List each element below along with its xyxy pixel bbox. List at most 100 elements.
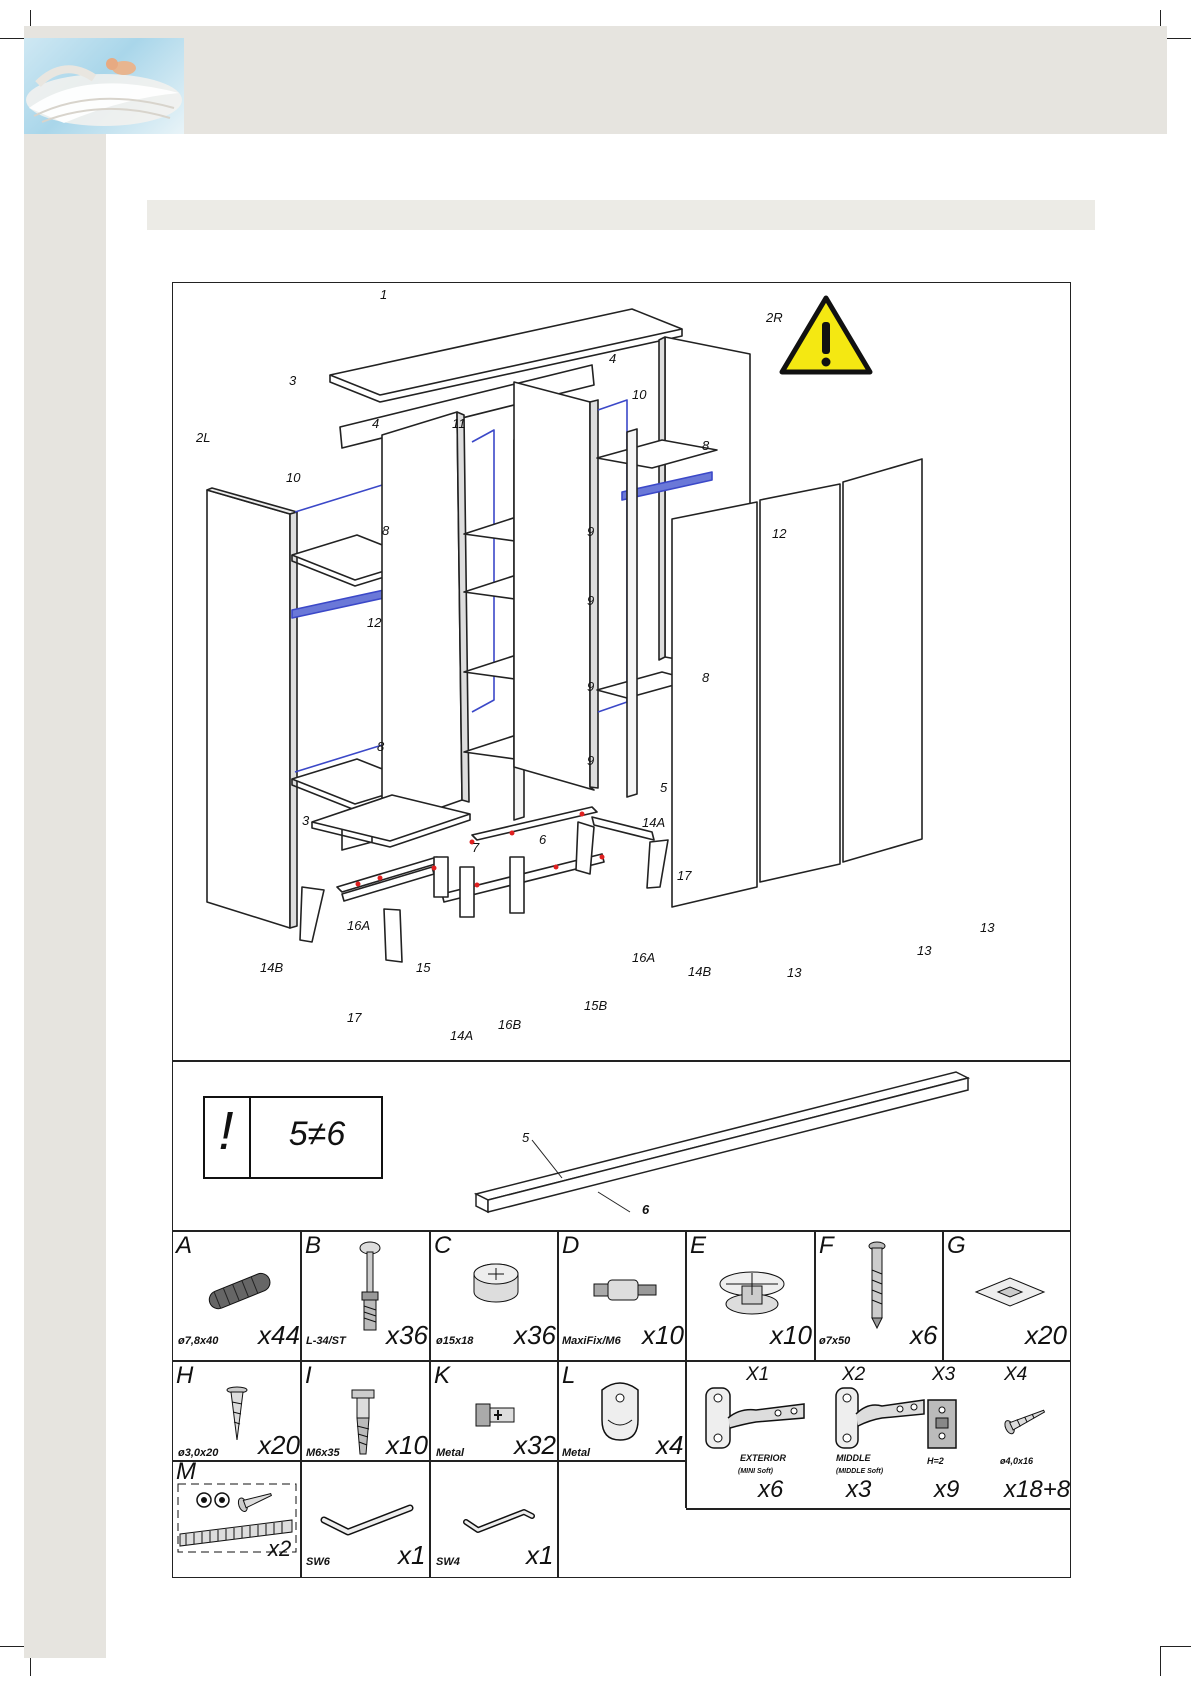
hardware-spec: SW6 — [306, 1556, 330, 1568]
partition-left — [381, 411, 463, 829]
part-label-4: 4 — [372, 416, 379, 431]
hardware-letter: M — [176, 1458, 196, 1485]
plinth-rails-view: 5 6 — [473, 1071, 971, 1217]
crop-mark — [30, 1646, 31, 1676]
part-label-8: 8 — [382, 523, 390, 538]
part-label-14b: 14B — [260, 960, 283, 975]
warning-triangle-icon — [779, 295, 873, 375]
part-label-13: 13 — [787, 965, 802, 980]
leg-14a-right — [575, 821, 595, 875]
hardware-letter: I — [305, 1362, 312, 1389]
part-label-3: 3 — [302, 813, 310, 828]
hardware-qty: x2 — [268, 1536, 292, 1561]
part-label-14b: 14B — [688, 964, 711, 979]
cam-bolt-icon — [359, 1241, 381, 1331]
hardware-letter: A — [176, 1232, 193, 1259]
part-label-14a: 14A — [642, 815, 665, 830]
part-label-9: 9 — [587, 679, 594, 694]
hardware-spec: SW4 — [436, 1556, 460, 1568]
rail-holder-icon — [601, 1382, 639, 1441]
hinge-qty: x9 — [934, 1476, 960, 1503]
crop-mark — [1161, 1646, 1191, 1647]
leg-14b-left — [299, 886, 325, 943]
hardware-spec: Metal — [562, 1447, 591, 1459]
crop-mark — [1160, 1646, 1161, 1676]
brand-logo — [24, 38, 184, 134]
part-label-9: 9 — [587, 753, 594, 768]
part-label-4: 4 — [609, 351, 616, 366]
door-left — [671, 501, 758, 908]
hardware-qty: x1 — [398, 1540, 426, 1570]
hardware-spec: M6x35 — [306, 1447, 340, 1459]
notice-divider — [249, 1096, 251, 1179]
hinge-qty: x3 — [846, 1476, 872, 1503]
part-label-17: 17 — [347, 1010, 362, 1025]
hinge-code: X2 — [842, 1364, 866, 1385]
part-label-6: 6 — [539, 832, 547, 847]
leg-14b-right — [646, 839, 669, 889]
hardware-letter: B — [305, 1232, 322, 1259]
section-title-bar — [147, 200, 1095, 230]
part-label-10: 10 — [632, 387, 647, 402]
partition-right — [513, 381, 595, 791]
divider — [942, 1230, 944, 1360]
bolt-icon — [351, 1389, 375, 1455]
hinge-sub: (MINI Soft) — [738, 1468, 773, 1475]
page-side-strip — [24, 134, 106, 1658]
crop-mark — [0, 38, 30, 39]
side-panel-left — [206, 489, 291, 929]
dowel-icon — [208, 1272, 271, 1310]
hardware-spec: ø3,0x20 — [178, 1447, 219, 1459]
hinge-name: EXTERIOR — [740, 1453, 787, 1463]
hanging-rail-left — [291, 589, 385, 619]
part-label-12: 12 — [367, 615, 382, 630]
allen-key-icon — [463, 1509, 535, 1533]
divider — [172, 1360, 1071, 1362]
divider — [557, 1230, 559, 1578]
door-middle — [759, 483, 841, 883]
hinge-middle-icon — [835, 1387, 925, 1449]
hardware-spec: ø15x18 — [436, 1335, 474, 1347]
hardware-qty: x1 — [526, 1540, 554, 1570]
hinge-plate-icon — [927, 1399, 957, 1449]
allen-key-icon — [320, 1504, 414, 1536]
divider — [429, 1230, 431, 1578]
part-label-8: 8 — [377, 739, 385, 754]
part-label-3: 3 — [289, 373, 297, 388]
part-label-15b: 15B — [584, 998, 607, 1013]
part-label-8: 8 — [702, 670, 710, 685]
part-label-2l: 2L — [195, 430, 210, 445]
disc-connector-icon — [719, 1271, 785, 1315]
hardware-spec: Metal — [436, 1447, 465, 1459]
hardware-qty: x36 — [514, 1320, 556, 1350]
leg-14a-left — [383, 908, 403, 963]
divider — [172, 1060, 1071, 1062]
part-label-11: 11 — [452, 416, 466, 431]
hinge-screw-icon — [1004, 1409, 1046, 1435]
crop-mark — [1161, 38, 1191, 39]
hardware-qty: x36 — [386, 1320, 428, 1350]
hardware-qty: x4 — [656, 1430, 684, 1460]
part-label-9: 9 — [587, 593, 594, 608]
crop-mark — [1160, 10, 1161, 38]
part-label-1: 1 — [380, 287, 387, 302]
divider — [685, 1230, 687, 1508]
hardware-spec: ø7x50 — [819, 1335, 851, 1347]
top-panel — [329, 308, 683, 396]
hardware-spec: L-34/ST — [306, 1335, 346, 1347]
part-label-16b: 16B — [498, 1017, 521, 1032]
part-label-9: 9 — [587, 524, 594, 539]
wood-screw-icon — [226, 1386, 248, 1441]
hinge-sub: (MIDDLE Soft) — [836, 1468, 884, 1475]
connector-icon — [593, 1279, 657, 1301]
part-label-10: 10 — [286, 470, 301, 485]
cam-lock-icon — [473, 1263, 519, 1303]
part-label-6: 6 — [642, 1202, 650, 1217]
part-label-14a: 14A — [450, 1028, 473, 1043]
divider — [172, 1230, 1071, 1232]
part-label-16a: 16A — [347, 918, 370, 933]
notice-box — [203, 1096, 383, 1179]
hardware-letter: L — [562, 1362, 576, 1389]
notice-symbol: ! — [218, 1101, 234, 1161]
hinge-qty: x18+8 — [1004, 1476, 1071, 1503]
